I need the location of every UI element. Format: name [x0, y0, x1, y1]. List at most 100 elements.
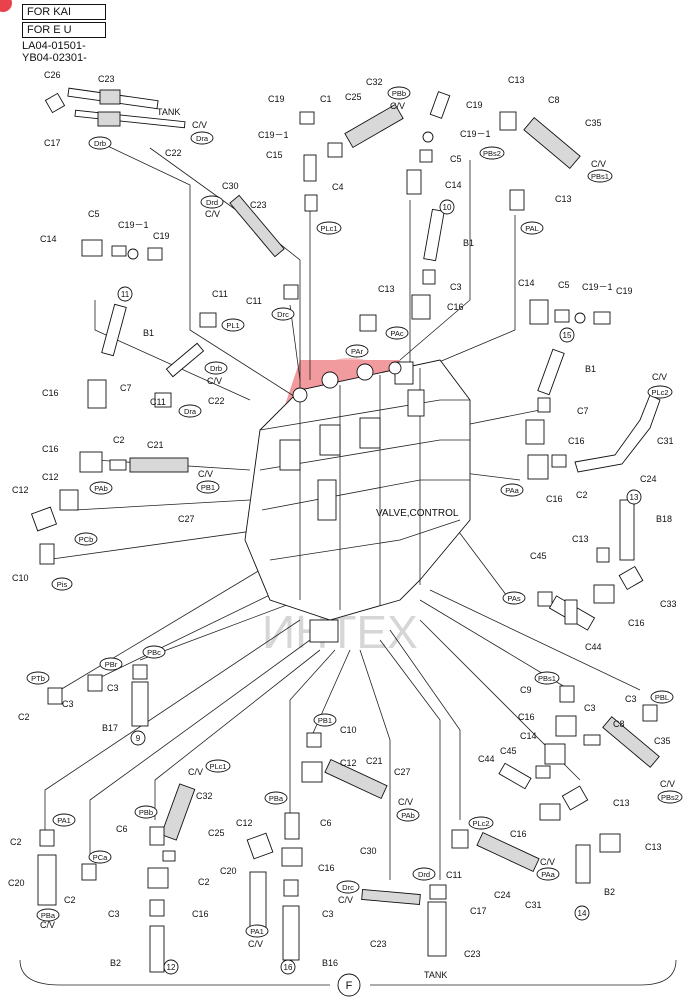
callout-b1: B1 [143, 328, 154, 338]
ref-14: 14 [574, 905, 590, 921]
callout-b1: B1 [463, 238, 474, 248]
callout-c9: C9 [520, 685, 532, 695]
ref-16: 16 [280, 959, 296, 975]
svg-text:PCa: PCa [93, 853, 108, 862]
callout-c6: C6 [320, 818, 332, 828]
callout-c19: C19 [153, 231, 170, 241]
svg-text:PAb: PAb [401, 811, 415, 820]
ref-13: 13 [626, 489, 642, 505]
corner-marker [0, 0, 12, 12]
callout-cv: C/V [660, 779, 675, 789]
serial-range-2: YB04-02301- [22, 52, 87, 64]
callout-c3: C3 [322, 909, 334, 919]
svg-text:Drc: Drc [277, 310, 289, 319]
port-plc1: PLc1 [316, 221, 342, 235]
callout-c16: C16 [447, 302, 464, 312]
callout-c17: C17 [44, 138, 61, 148]
svg-text:11: 11 [121, 290, 130, 299]
callout-c32: C32 [366, 77, 383, 87]
svg-text:15: 15 [563, 331, 572, 340]
port-dra: Dra [178, 404, 202, 418]
callout-c20: C20 [8, 878, 25, 888]
port-pbs1: PBs1 [587, 169, 613, 183]
svg-text:PLc2: PLc2 [472, 819, 489, 828]
port-pal: PAL [520, 221, 544, 235]
callout-c12: C12 [12, 485, 29, 495]
port-pab: PAb [396, 808, 420, 822]
callout-c44: C44 [478, 754, 495, 764]
callout-c13: C13 [645, 842, 662, 852]
callout-b16: B16 [322, 958, 338, 968]
ref-12: 12 [163, 959, 179, 975]
svg-text:PBb: PBb [139, 808, 153, 817]
callout-c13: C13 [378, 284, 395, 294]
callout-c19: C19 [268, 94, 285, 104]
callout-c12: C12 [340, 758, 357, 768]
port-pis: Pis [51, 577, 73, 591]
callout-cv: C/V [338, 895, 353, 905]
port-plc1: PLc1 [205, 759, 231, 773]
callout-c22: C22 [165, 148, 182, 158]
ref-10: 10 [439, 199, 455, 215]
callout-c11: C11 [150, 397, 166, 407]
callout-cv: C/V [188, 767, 203, 777]
callout-c35: C35 [654, 736, 671, 746]
callout-c19: C19 [466, 100, 483, 110]
callout-c12: C12 [42, 472, 59, 482]
svg-text:PAr: PAr [351, 347, 363, 356]
callout-b17: B17 [102, 723, 118, 733]
callout-c2: C2 [18, 712, 30, 722]
port-drd: Drd [200, 195, 224, 209]
callout-cv: C/V [205, 209, 220, 219]
svg-text:PCb: PCb [79, 535, 94, 544]
svg-text:PAa: PAa [541, 870, 555, 879]
port-paa: PAa [536, 867, 560, 881]
callout-c21: C21 [147, 440, 164, 450]
callout-cv: C/V [207, 376, 222, 386]
svg-text:Drb: Drb [94, 139, 106, 148]
callout-c24: C24 [640, 474, 657, 484]
svg-text:F: F [346, 980, 353, 992]
callout-c45: C45 [530, 551, 547, 561]
assembly-label: VALVE,CONTROL [376, 508, 459, 519]
callout-c30: C30 [222, 181, 239, 191]
fittings [30, 87, 661, 973]
callout-c19-1: C19－1 [582, 282, 613, 292]
svg-text:Dra: Dra [196, 134, 209, 143]
svg-text:PAb: PAb [94, 484, 108, 493]
callout-cv: C/V [198, 469, 213, 479]
port-pbs1: PBs1 [534, 671, 560, 685]
callout-c13: C13 [508, 75, 525, 85]
svg-text:PAc: PAc [390, 329, 403, 338]
callout-c21: C21 [366, 756, 383, 766]
callout-c26: C26 [44, 70, 61, 80]
callout-c25: C25 [208, 828, 225, 838]
port-pbb: PBb [134, 805, 158, 819]
port-pca: PCa [88, 850, 112, 864]
circled-refs: 10 11 15 13 9 12 16 14 [117, 199, 642, 975]
callout-c16: C16 [42, 444, 59, 454]
svg-text:PB1: PB1 [318, 716, 332, 725]
callout-c19-1: C19－1 [460, 129, 491, 139]
svg-text:10: 10 [443, 203, 452, 212]
port-pbb: PBb [387, 86, 411, 100]
callout-c8: C8 [613, 719, 625, 729]
callout-c24: C24 [494, 890, 511, 900]
callout-c12: C12 [236, 818, 253, 828]
svg-text:PB1: PB1 [201, 483, 215, 492]
svg-text:PAL: PAL [525, 224, 539, 233]
port-pac: PAc [385, 326, 409, 340]
port-pa1: PA1 [245, 924, 269, 938]
callout-c2: C2 [113, 435, 125, 445]
callout-c16: C16 [546, 494, 563, 504]
callout-c23: C23 [98, 74, 115, 84]
callout-c4: C4 [332, 182, 344, 192]
svg-text:PA1: PA1 [250, 927, 264, 936]
control-valve-body [244, 359, 471, 643]
callout-c19-1: C19－1 [258, 130, 289, 140]
callout-c8: C8 [548, 95, 560, 105]
port-ptb: PTb [26, 671, 50, 685]
callout-c31: C31 [525, 900, 542, 910]
svg-text:PBs2: PBs2 [661, 793, 679, 802]
